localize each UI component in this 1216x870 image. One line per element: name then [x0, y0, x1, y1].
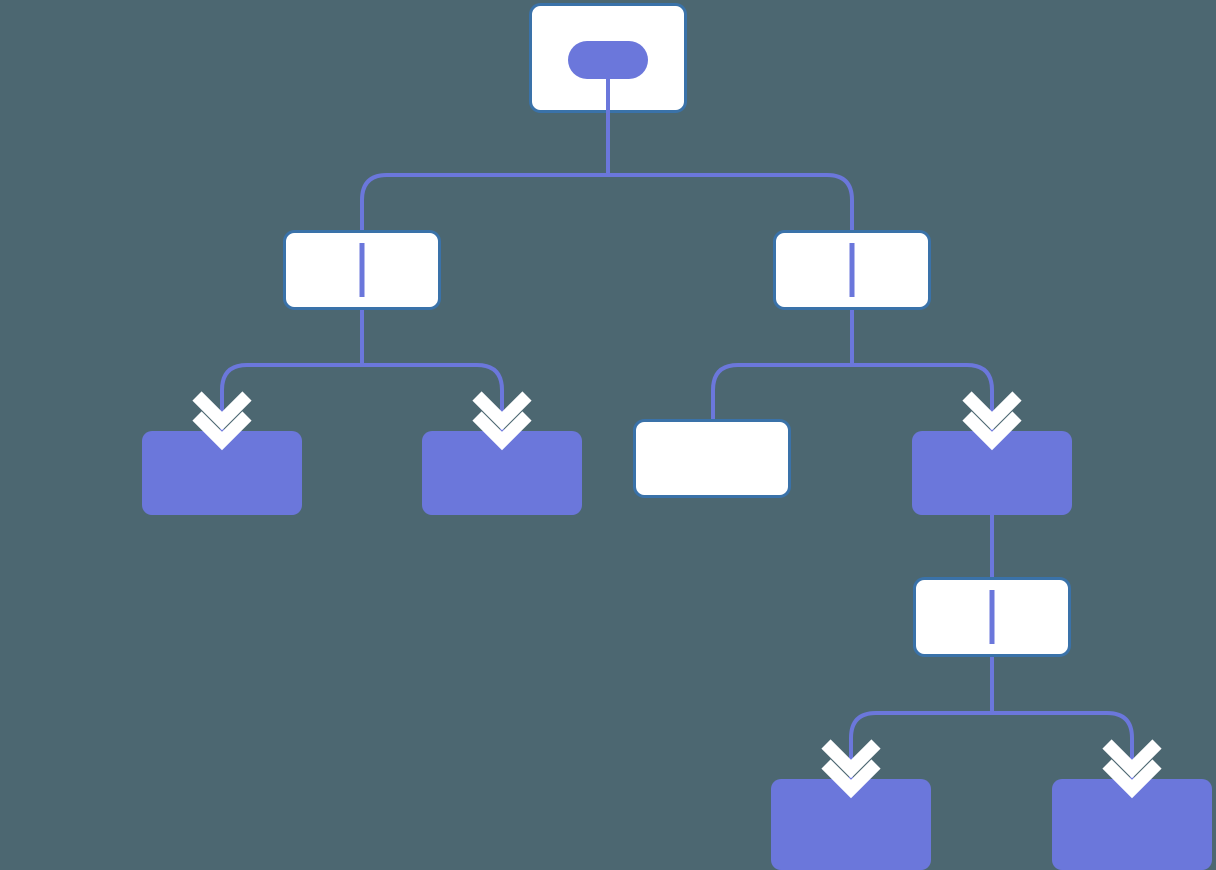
level2-right-node[interactable] — [773, 230, 931, 310]
leaf-node-b-rect[interactable] — [422, 431, 582, 515]
leaf-node-c[interactable] — [771, 779, 931, 870]
leaf-node-b[interactable] — [422, 431, 582, 515]
connectors-layer — [220, 113, 1134, 779]
arrow-marker-leaf-c-chevron-2 — [821, 759, 881, 799]
edge-root-to-l2-left — [360, 173, 608, 230]
arrow-marker-leaf-d-chevron-2 — [1102, 759, 1162, 799]
branch-node-purple-rect[interactable] — [912, 431, 1072, 515]
arrow-marker-leaf-d — [1102, 739, 1162, 799]
arrow-marker-leaf-d-chevron-1 — [1102, 739, 1162, 779]
edge-root-to-l2-right — [608, 173, 854, 230]
arrow-marker-leaf-b-chevron-2 — [472, 411, 532, 451]
arrow-marker-leaf-a-chevron-2 — [192, 411, 252, 451]
leaf-node-a-rect[interactable] — [142, 431, 302, 515]
arrow-markers-layer — [192, 391, 1162, 799]
arrow-marker-branch-chevron-1 — [962, 391, 1022, 431]
edge-l4-to-leaf-c — [849, 711, 992, 779]
edge-l2-left-to-leaf-a — [220, 363, 362, 431]
arrow-marker-leaf-b-chevron-1 — [472, 391, 532, 431]
edge-l2-left-to-leaf-b — [362, 363, 504, 431]
level4-node[interactable] — [913, 577, 1071, 657]
empty-white-node-rect[interactable] — [633, 419, 791, 498]
edge-l2-right-to-branch — [852, 363, 994, 431]
arrow-marker-branch-chevron-2 — [962, 411, 1022, 451]
leaf-node-c-rect[interactable] — [771, 779, 931, 870]
branch-node-purple[interactable] — [912, 431, 1072, 515]
nodes-layer — [142, 3, 1212, 870]
empty-white-node[interactable] — [633, 419, 791, 498]
arrow-marker-leaf-c-chevron-1 — [821, 739, 881, 779]
leaf-node-d-rect[interactable] — [1052, 779, 1212, 870]
arrow-marker-leaf-a-chevron-1 — [192, 391, 252, 431]
arrow-marker-branch — [962, 391, 1022, 451]
arrow-marker-leaf-b — [472, 391, 532, 451]
level2-left-node[interactable] — [283, 230, 441, 310]
arrow-marker-leaf-c — [821, 739, 881, 799]
arrow-marker-leaf-a — [192, 391, 252, 451]
root-node[interactable] — [529, 3, 687, 114]
edge-l2-right-to-empty — [711, 363, 852, 419]
leaf-node-d[interactable] — [1052, 779, 1212, 870]
leaf-node-a[interactable] — [142, 431, 302, 515]
edge-l4-to-leaf-d — [992, 711, 1134, 779]
